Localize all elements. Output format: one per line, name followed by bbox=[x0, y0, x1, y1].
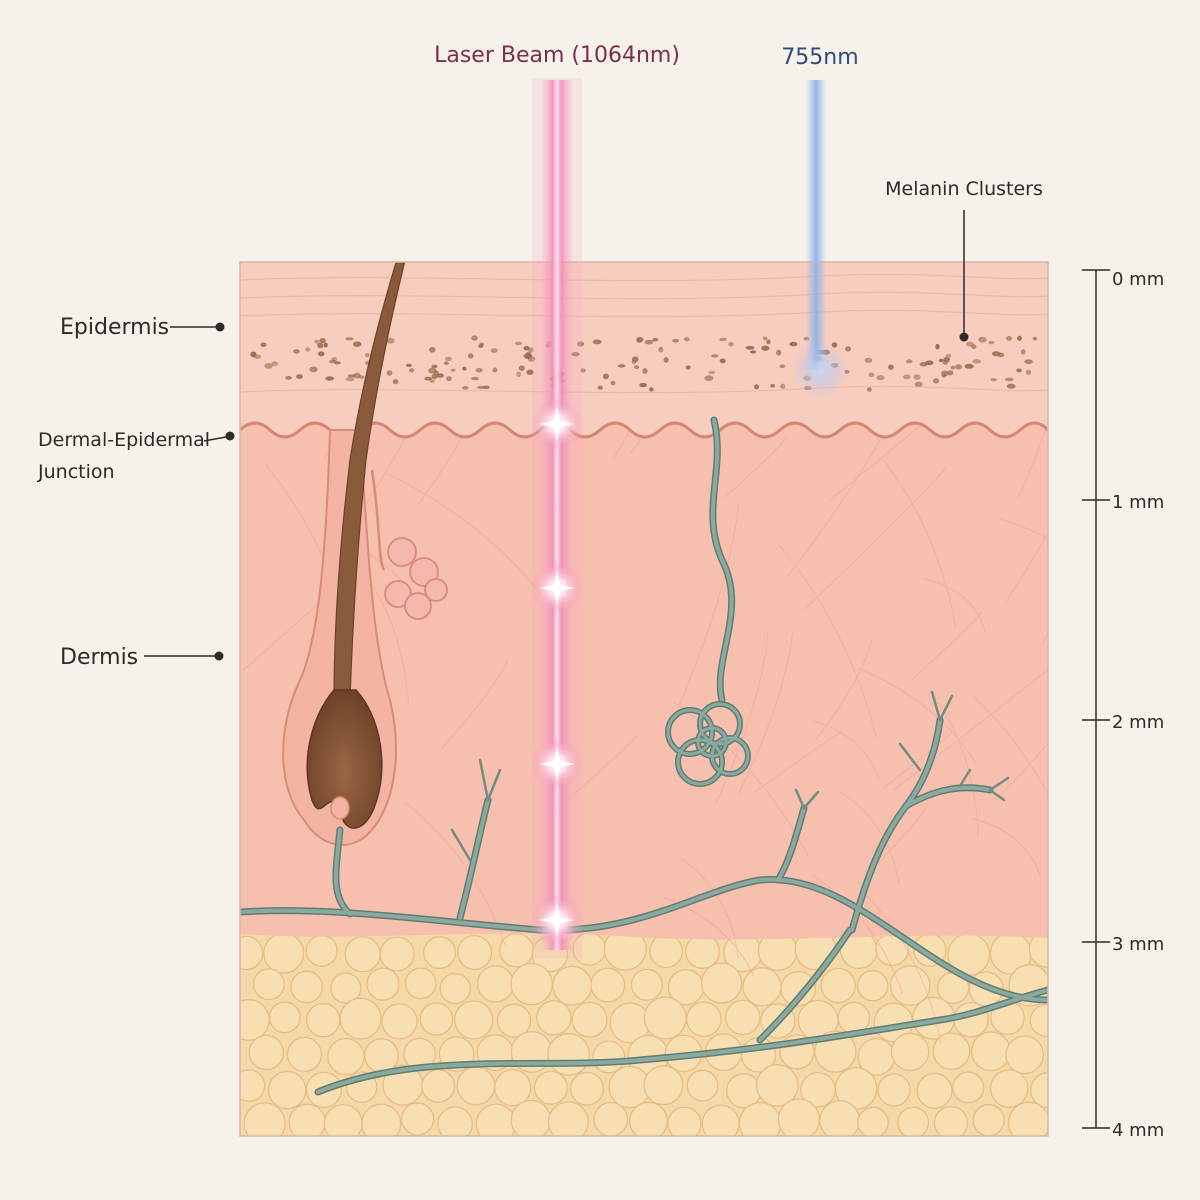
dermis-callout: Dermis bbox=[60, 645, 224, 670]
melanin-clusters bbox=[250, 335, 1038, 392]
svg-text:0 mm: 0 mm bbox=[1112, 269, 1164, 290]
tissue-border bbox=[239, 261, 1049, 1137]
dej-callout: Dermal-Epidermal Junction bbox=[37, 429, 235, 483]
epidermis-callout: Epidermis bbox=[60, 315, 225, 340]
depth-tick-2: 2 mm bbox=[1082, 712, 1164, 733]
sebaceous-duct bbox=[370, 469, 386, 571]
svg-text:4 mm: 4 mm bbox=[1112, 1120, 1164, 1141]
depth-tick-0: 0 mm bbox=[1082, 269, 1164, 290]
dermis-label: Dermis bbox=[60, 645, 138, 670]
epidermis-label: Epidermis bbox=[60, 315, 169, 340]
svg-text:1 mm: 1 mm bbox=[1112, 492, 1164, 513]
dermis-layer bbox=[240, 420, 1048, 940]
depth-tick-1: 1 mm bbox=[1082, 492, 1164, 513]
sebaceous-gland bbox=[384, 537, 448, 620]
hotspot-2 bbox=[531, 562, 583, 614]
depth-scale: 0 mm 1 mm 2 mm 3 mm 4 mm bbox=[1082, 269, 1164, 1141]
hair-follicle bbox=[282, 262, 448, 846]
melanin-label: Melanin Clusters bbox=[885, 178, 1043, 200]
beam-755nm-column bbox=[806, 80, 826, 262]
svg-text:3 mm: 3 mm bbox=[1112, 934, 1164, 955]
hotspot-4 bbox=[531, 894, 583, 946]
beam-755nm-label: 755nm bbox=[781, 45, 858, 70]
dermal-papilla bbox=[330, 796, 350, 820]
depth-tick-4: 4 mm bbox=[1082, 1120, 1164, 1141]
vessel-network bbox=[240, 416, 1048, 1096]
dej-label-line2: Junction bbox=[37, 461, 115, 483]
beam-755nm bbox=[792, 262, 848, 398]
beam-1064nm-hotspots bbox=[531, 398, 583, 946]
dej-label-line1: Dermal-Epidermal bbox=[38, 429, 210, 451]
svg-text:2 mm: 2 mm bbox=[1112, 712, 1164, 733]
depth-tick-3: 3 mm bbox=[1082, 934, 1164, 955]
fat-cells bbox=[240, 927, 1048, 1136]
tissue-block bbox=[240, 262, 1048, 1136]
dermal-epidermal-junction bbox=[240, 421, 1048, 439]
beam-1064nm-label: Laser Beam (1064nm) bbox=[434, 43, 680, 68]
beam-1064nm bbox=[531, 78, 583, 958]
hotspot-3 bbox=[531, 738, 583, 790]
epidermis-layer bbox=[240, 262, 1048, 437]
hotspot-1 bbox=[531, 398, 583, 450]
beam-1064nm-column bbox=[542, 80, 572, 950]
hair-bulb bbox=[306, 689, 383, 829]
melanin-callout: Melanin Clusters bbox=[885, 178, 1043, 342]
